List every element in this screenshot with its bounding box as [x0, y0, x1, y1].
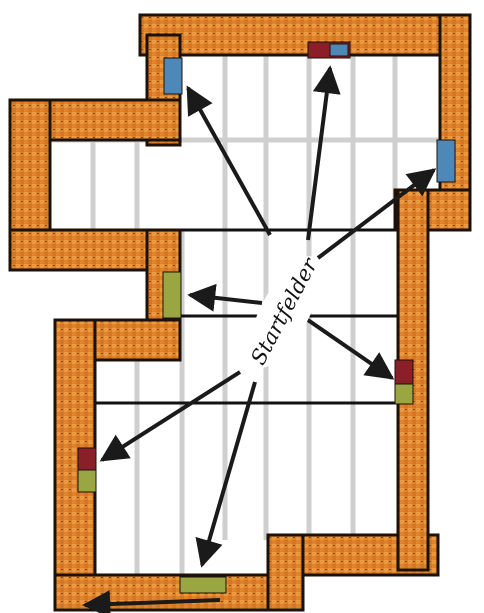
- start-field-top-left: [164, 58, 182, 94]
- start-field-bottom-center: [180, 577, 226, 593]
- start-field-right-upper: [437, 140, 455, 182]
- start-field-left-middle: [163, 272, 181, 318]
